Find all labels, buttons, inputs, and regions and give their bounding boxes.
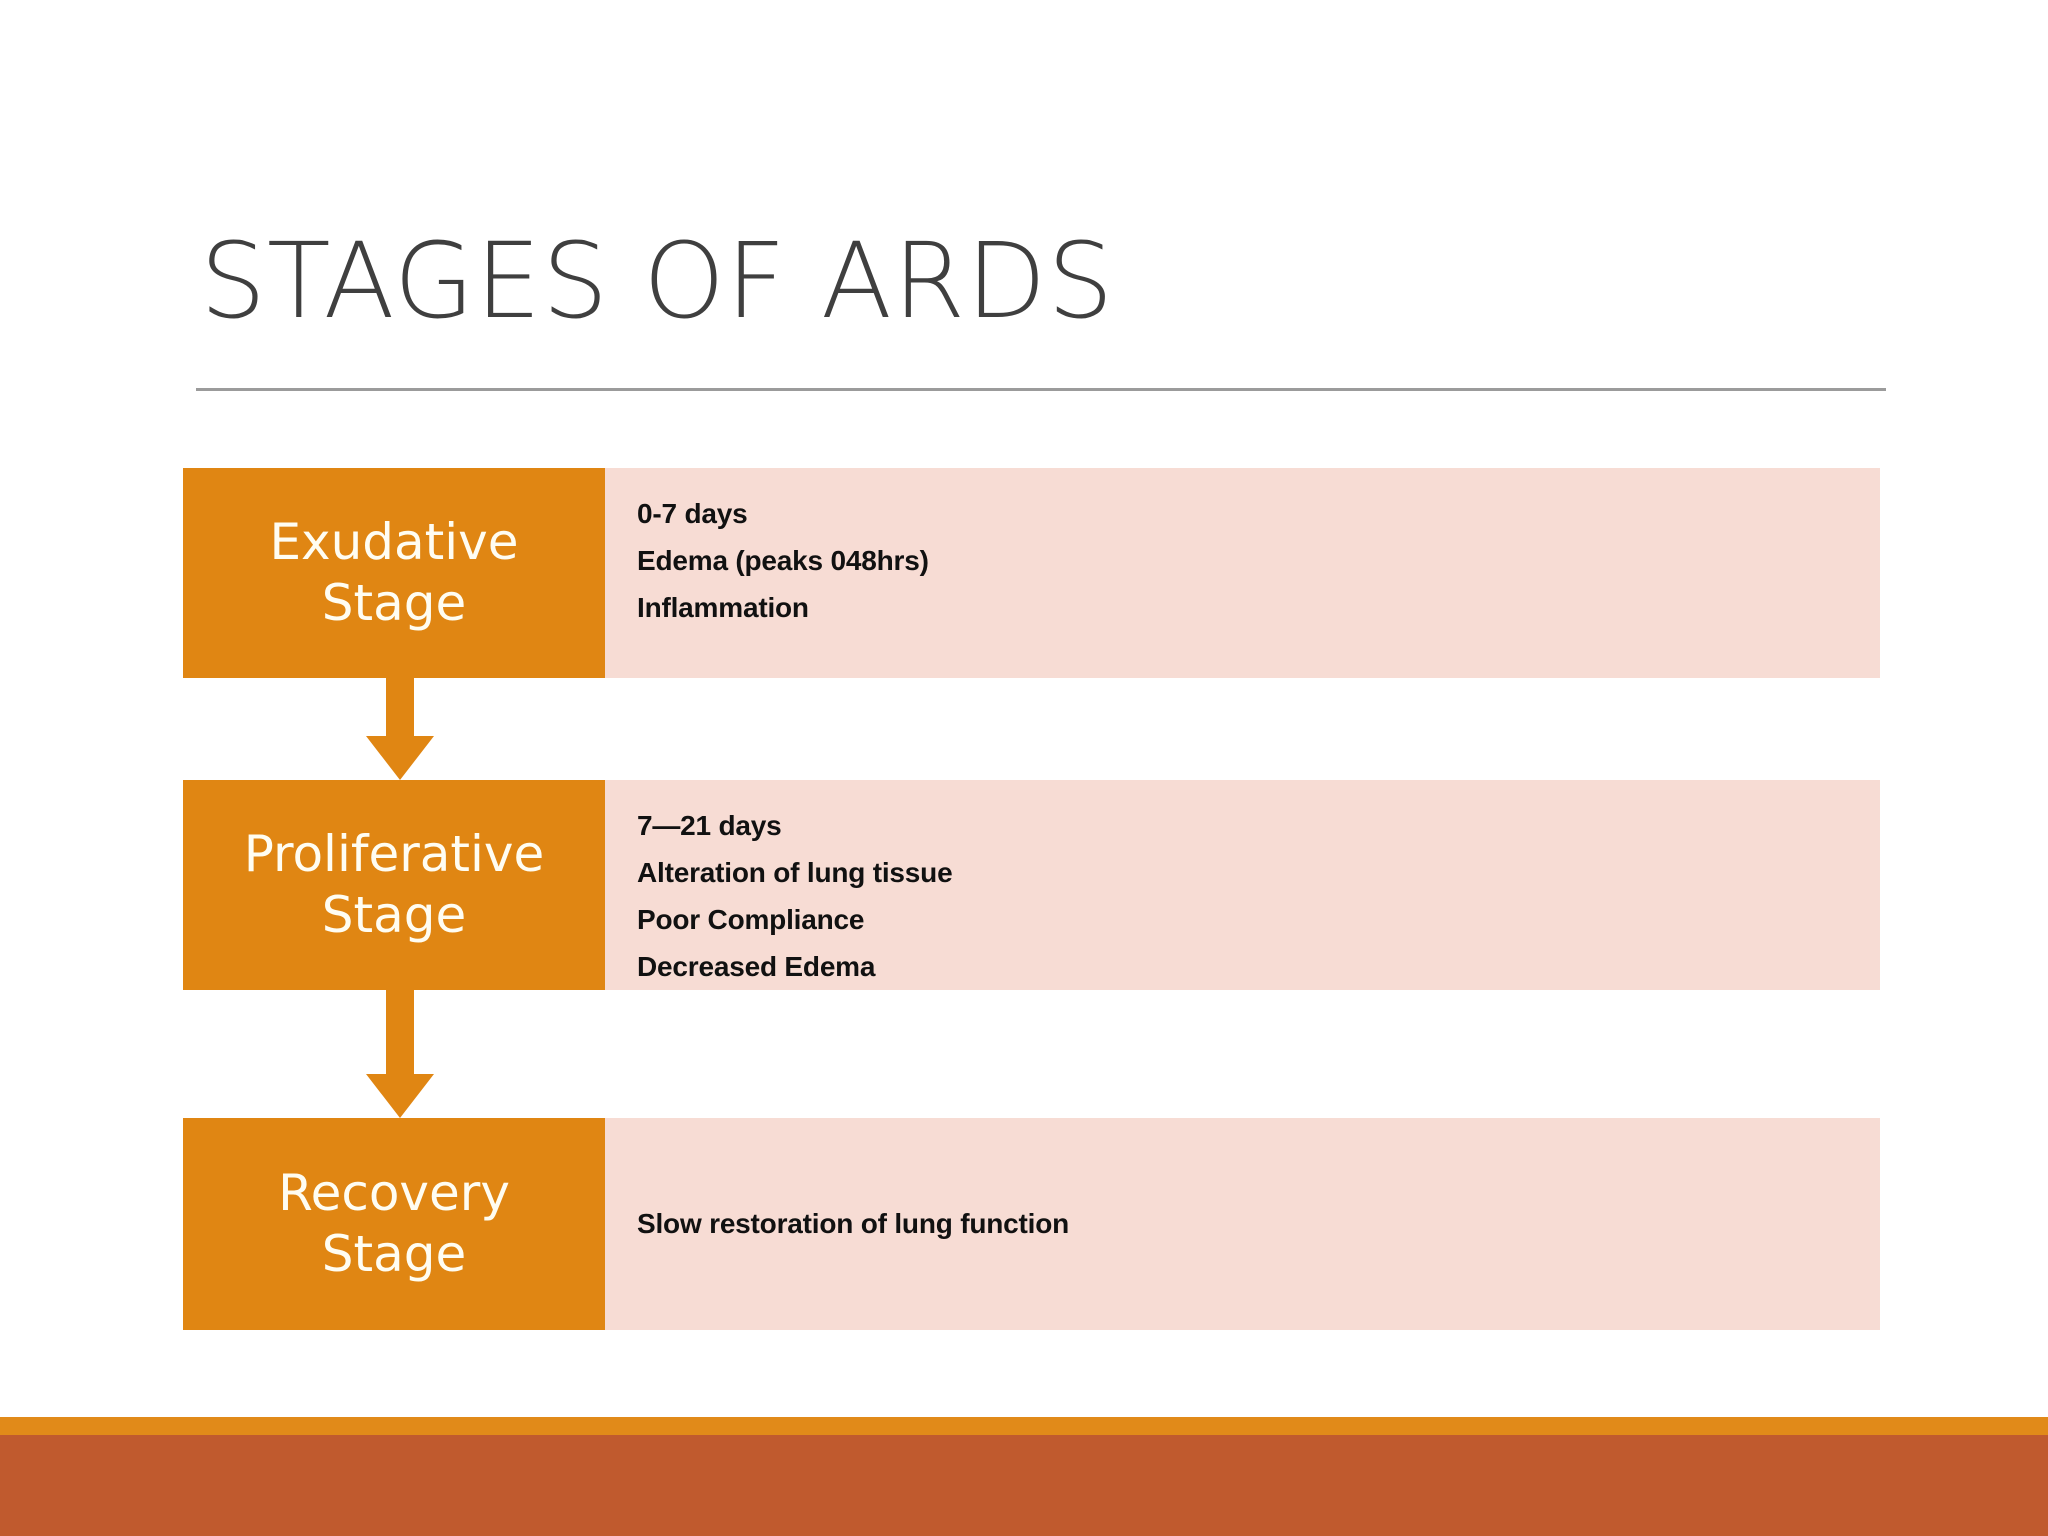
- title-divider: [196, 388, 1886, 391]
- stage-label-line-2: Stage: [321, 574, 467, 632]
- down-arrow-icon: [366, 990, 434, 1118]
- stages-flow-diagram: Exudative Stage 0-7 days Edema (peaks 04…: [183, 468, 1880, 1330]
- page-title: STAGES OF ARDS: [200, 220, 1115, 342]
- detail-line: Edema (peaks 048hrs): [637, 544, 929, 576]
- stage-label-line-1: Recovery: [278, 1164, 510, 1222]
- detail-line: 7—21 days: [637, 810, 782, 841]
- detail-line: Poor Compliance: [637, 903, 865, 935]
- footer-accent-bar: [0, 1417, 2048, 1435]
- detail-line: Slow restoration of lung function: [637, 1207, 1070, 1239]
- detail-line: Alteration of lung tissue: [637, 856, 953, 888]
- stage-label-recovery[interactable]: Recovery Stage: [183, 1118, 605, 1330]
- stage-row-recovery: Recovery Stage Slow restoration of lung …: [183, 1118, 1880, 1330]
- stage-row-exudative: Exudative Stage 0-7 days Edema (peaks 04…: [183, 468, 1880, 678]
- connector-arrow-1: [366, 678, 434, 780]
- stage-label-exudative[interactable]: Exudative Stage: [183, 468, 605, 678]
- stage-row-proliferative: Proliferative Stage 7—21 days Alteration…: [183, 780, 1880, 990]
- stage-label-line-1: Exudative: [269, 513, 519, 571]
- down-arrow-icon: [366, 678, 434, 780]
- stage-label-line-1: Proliferative: [243, 825, 545, 883]
- detail-line: Inflammation: [637, 591, 809, 623]
- detail-line: 0-7 days: [637, 498, 748, 529]
- footer-base-bar: [0, 1435, 2048, 1536]
- stage-detail-exudative: 0-7 days Edema (peaks 048hrs) Inflammati…: [605, 468, 1880, 678]
- stage-detail-recovery: Slow restoration of lung function: [605, 1118, 1880, 1330]
- stage-label-line-2: Stage: [321, 886, 467, 944]
- stage-label-line-2: Stage: [321, 1225, 467, 1283]
- stage-detail-proliferative: 7—21 days Alteration of lung tissue Poor…: [605, 780, 1880, 990]
- detail-line: Decreased Edema: [637, 950, 876, 982]
- connector-arrow-2: [366, 990, 434, 1118]
- stage-label-proliferative[interactable]: Proliferative Stage: [183, 780, 605, 990]
